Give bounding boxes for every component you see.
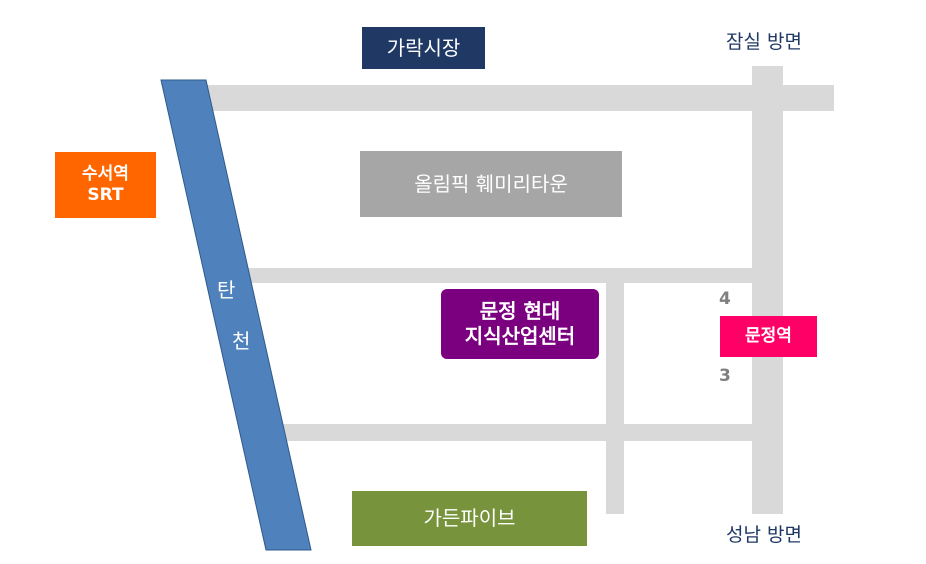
munjeong-hyundai-box: 문정 현대 지식산업센터 — [441, 289, 599, 359]
munjeong-hyundai-label-line2: 지식산업센터 — [464, 324, 576, 348]
suseo-srt-label: SRT — [87, 185, 124, 205]
munjeong-station-box: 문정역 — [720, 316, 817, 357]
road-top-horizontal — [205, 85, 834, 111]
suseo-station-box: 수서역 SRT — [55, 152, 156, 218]
garak-market-box: 가락시장 — [362, 27, 485, 69]
olympic-family-town-box: 올림픽 훼미리타운 — [360, 151, 622, 217]
road-inner-vertical — [606, 283, 624, 514]
road-right-vertical — [752, 66, 783, 514]
olympic-family-town-label: 올림픽 훼미리타운 — [414, 171, 568, 196]
road-middle-horizontal — [245, 268, 752, 283]
munjeong-station-label: 문정역 — [745, 325, 792, 346]
garden-five-box: 가든파이브 — [352, 491, 587, 546]
stream-label-char1: 탄 — [217, 278, 236, 302]
garden-five-label: 가든파이브 — [423, 506, 516, 530]
seongnam-direction-label: 성남 방면 — [726, 524, 802, 546]
stream-label-char2: 천 — [232, 329, 251, 353]
road-lower-horizontal — [282, 424, 752, 441]
munjeong-hyundai-label-line1: 문정 현대 — [479, 299, 561, 323]
suseo-station-label: 수서역 — [82, 163, 129, 184]
exit-4-label: 4 — [719, 289, 731, 309]
garak-market-label: 가락시장 — [386, 35, 461, 60]
exit-3-label: 3 — [719, 366, 731, 386]
jamsil-direction-label: 잠실 방면 — [726, 31, 802, 53]
